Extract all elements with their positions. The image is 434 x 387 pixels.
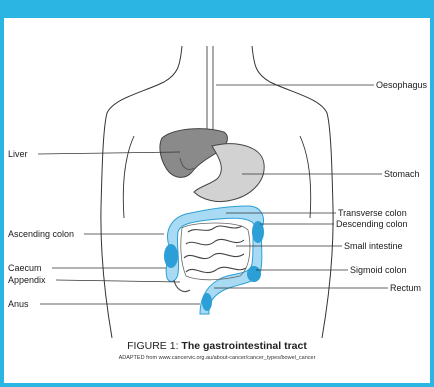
sigmoid-colon-bulge	[247, 266, 261, 282]
small-intestine-outline	[181, 223, 250, 280]
label-ascending-colon: Ascending colon	[8, 229, 74, 239]
label-caecum: Caecum	[8, 263, 42, 273]
figure-caption-title: The gastrointestinal tract	[181, 340, 306, 352]
label-stomach: Stomach	[384, 169, 420, 179]
label-appendix: Appendix	[8, 275, 46, 285]
label-small-intestine: Small intestine	[344, 241, 403, 251]
diagram-panel: Oesophagus Liver Stomach Transverse colo…	[4, 18, 430, 383]
label-anus: Anus	[8, 299, 29, 309]
label-sigmoid-colon: Sigmoid colon	[350, 265, 407, 275]
rectum-bulge	[202, 293, 212, 311]
small-intestine-shape	[184, 226, 246, 273]
gastrointestinal-tract-illustration	[4, 18, 430, 338]
figure-credit: ADAPTED from www.cancervic.org.au/about-…	[4, 355, 430, 361]
label-rectum: Rectum	[390, 283, 421, 293]
label-transverse-colon: Transverse colon	[338, 208, 407, 218]
label-liver: Liver	[8, 149, 28, 159]
ascending-colon-bulge	[164, 244, 178, 268]
figure-caption: FIGURE 1: The gastrointestinal tract	[4, 340, 430, 352]
label-descending-colon: Descending colon	[336, 219, 408, 229]
figure-caption-prefix: FIGURE 1:	[127, 340, 181, 352]
label-oesophagus: Oesophagus	[376, 80, 427, 90]
